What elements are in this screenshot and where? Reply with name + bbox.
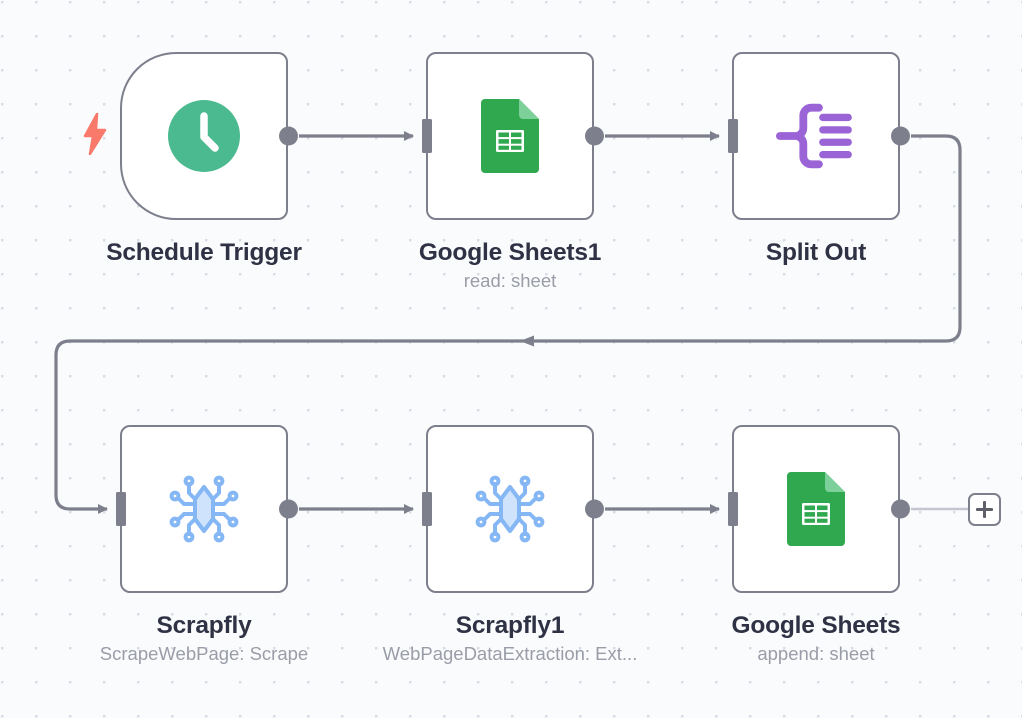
google-sheets-icon: [470, 96, 550, 176]
scrapfly-spider-icon: [164, 469, 244, 549]
node-schedule-trigger[interactable]: [120, 52, 298, 220]
input-port[interactable]: [728, 492, 738, 526]
edge-direction-arrow-icon: [520, 335, 534, 347]
plus-icon-vertical: [983, 501, 986, 518]
google-sheets-icon: [776, 469, 856, 549]
node-title: Google Sheets1: [418, 239, 602, 266]
node-title: Split Out: [765, 239, 867, 266]
node-label-google-sheets: Google Sheets append: sheet: [666, 611, 966, 667]
clock-icon: [164, 96, 244, 176]
split-out-icon: [776, 96, 856, 176]
output-port[interactable]: [890, 126, 910, 146]
node-subtitle: WebPageDataExtraction: Ext...: [382, 643, 638, 664]
input-port[interactable]: [116, 492, 126, 526]
node-label-google-sheets-1: Google Sheets1 read: sheet: [360, 238, 660, 294]
node-subtitle: read: sheet: [463, 270, 557, 291]
input-port[interactable]: [728, 119, 738, 153]
output-port[interactable]: [278, 499, 298, 519]
node-scrapfly-1[interactable]: [422, 425, 604, 593]
node-label-split-out: Split Out: [666, 238, 966, 268]
input-port[interactable]: [422, 119, 432, 153]
add-node-button[interactable]: [968, 493, 1001, 526]
node-label-schedule-trigger: Schedule Trigger: [54, 238, 354, 268]
node-title: Scrapfly: [156, 612, 252, 639]
node-label-scrapfly-1: Scrapfly1 WebPageDataExtraction: Ext...: [360, 611, 660, 667]
lightning-bolt-icon: [82, 112, 108, 156]
node-title: Google Sheets: [731, 612, 901, 639]
output-port[interactable]: [278, 126, 298, 146]
input-port[interactable]: [422, 492, 432, 526]
node-google-sheets-1[interactable]: [422, 52, 604, 220]
node-title: Scrapfly1: [455, 612, 565, 639]
node-subtitle: append: sheet: [757, 643, 875, 664]
node-subtitle: ScrapeWebPage: Scrape: [99, 643, 309, 664]
node-google-sheets[interactable]: [728, 425, 910, 593]
node-scrapfly[interactable]: [116, 425, 298, 593]
node-label-scrapfly: Scrapfly ScrapeWebPage: Scrape: [54, 611, 354, 667]
output-port[interactable]: [584, 499, 604, 519]
node-title: Schedule Trigger: [106, 239, 302, 266]
scrapfly-spider-icon: [470, 469, 550, 549]
output-port[interactable]: [584, 126, 604, 146]
output-port[interactable]: [890, 499, 910, 519]
node-split-out[interactable]: [728, 52, 910, 220]
